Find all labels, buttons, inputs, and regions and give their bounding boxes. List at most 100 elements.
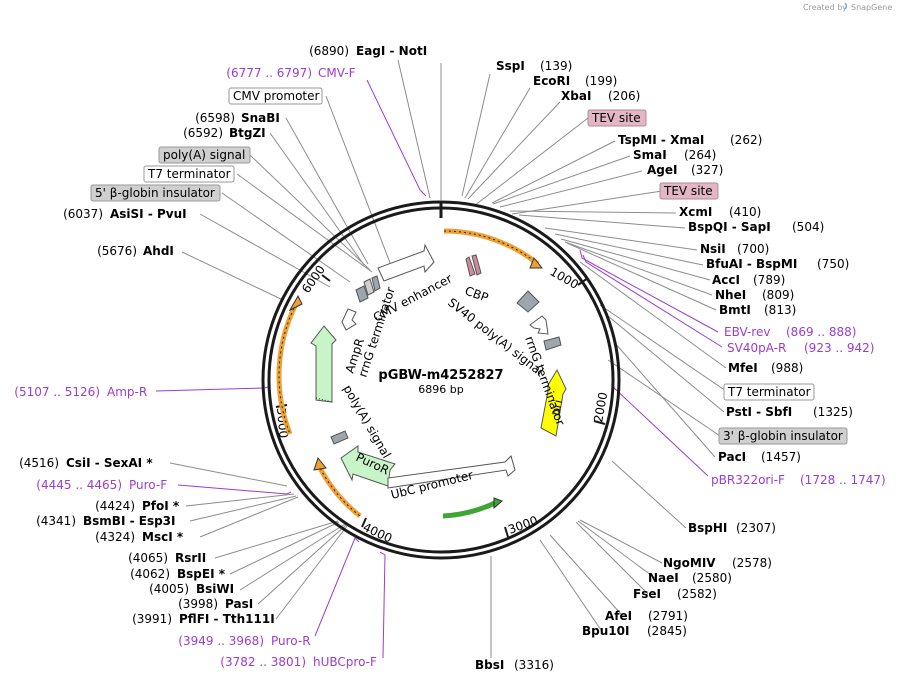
primer-range: (6777 .. 6797) (226, 66, 312, 80)
enzyme-name: PasI (225, 597, 253, 611)
enzyme-name: AsiSI - PvuI (110, 207, 187, 221)
enzyme-name: NheI (715, 288, 746, 302)
enzyme-position: (3316) (514, 658, 554, 672)
tag-box (90, 184, 221, 202)
enzyme-position: (4424) (95, 499, 135, 513)
enzyme-labels-right: SspI (139) EcoRI (199) XbaI (206) TspMI … (475, 59, 853, 672)
enzyme-position: (4324) (95, 530, 135, 544)
enzyme-position: (3998) (178, 597, 218, 611)
enzyme-position: (139) (540, 59, 572, 73)
plasmid-size: 6896 bp (418, 383, 463, 396)
feature-blocks (330, 254, 562, 445)
enzyme-leader-lines (169, 59, 727, 658)
primer-labels: (6777 .. 6797) CMV-F EBV-rev (869 .. 888… (14, 66, 885, 669)
enzyme-position: (6890) (309, 44, 349, 58)
tick-label-1000: 1000 (548, 264, 581, 291)
enzyme-name: SmaI (633, 148, 667, 162)
enzyme-position: (262) (730, 133, 762, 147)
tag-label: TEV site (663, 184, 713, 198)
primer-range: (869 .. 888) (786, 325, 856, 339)
tag-label: 3' β-globin insulator (723, 429, 843, 443)
enzyme-name: XcmI (679, 205, 712, 219)
enzyme-name: XbaI (561, 89, 591, 103)
enzyme-position: (4065) (128, 551, 168, 565)
enzyme-position: (3991) (132, 612, 172, 626)
feature-label-cbp: CBP (463, 284, 490, 305)
enzyme-position: (789) (753, 273, 785, 287)
enzyme-name: PacI (718, 450, 746, 464)
enzyme-position: (327) (691, 163, 723, 177)
enzyme-position: (750) (817, 257, 849, 271)
enzyme-name: AhdI (143, 244, 174, 258)
enzyme-name: PflFI - Tth111I (179, 612, 275, 626)
tag-box (143, 165, 235, 183)
enzyme-position: (5676) (97, 244, 137, 258)
tag-label: T7 terminator (727, 385, 811, 399)
plasmid-name: pGBW-m4252827 (378, 368, 503, 383)
enzyme-position: (700) (737, 242, 769, 256)
tag-box (228, 87, 323, 105)
enzyme-position: (2307) (736, 521, 776, 535)
tag-label: 5' β-globin insulator (95, 186, 215, 200)
enzyme-name: MfeI (728, 361, 758, 375)
enzyme-position: (264) (684, 148, 716, 162)
enzyme-name: NaeI (648, 571, 679, 585)
enzyme-position: (4341) (36, 514, 76, 528)
primer-name: SV40pA-R (727, 341, 786, 355)
enzyme-position: (988) (771, 361, 803, 375)
primer-name: Amp-R (107, 385, 147, 399)
enzyme-name: BspEI * (177, 567, 226, 581)
enzyme-name: RsrII (175, 551, 206, 565)
enzyme-name: Bpu10I (582, 624, 629, 638)
enzyme-position: (199) (585, 74, 617, 88)
enzyme-name: BsmBI - Esp3I (83, 514, 175, 528)
primer-name: EBV-rev (724, 325, 770, 339)
enzyme-position: (2580) (692, 571, 732, 585)
enzyme-position: (2582) (677, 587, 717, 601)
feature-arcs (276, 228, 544, 519)
feature-label-ori: ori (548, 398, 565, 416)
credit-prefix: Created by (803, 3, 847, 12)
enzyme-position: (504) (792, 220, 824, 234)
tick-label-2000: 2000 (591, 391, 610, 424)
enzyme-position: (410) (729, 205, 761, 219)
enzyme-name: NsiI (700, 242, 726, 256)
tag-box (718, 427, 848, 445)
enzyme-position: (2791) (648, 609, 688, 623)
enzyme-position: (6592) (183, 126, 223, 140)
enzyme-name: BfuAI - BspMI (706, 257, 797, 271)
feature-label-polya: poly(A) signal (340, 383, 393, 461)
enzyme-name: PfoI * (142, 499, 180, 513)
credit-brand: SnapGene (851, 3, 892, 12)
primer-range: (3782 .. 3801) (220, 655, 306, 669)
enzyme-position: (206) (608, 89, 640, 103)
tag-label: TEV site (591, 111, 641, 125)
tick-label-3000: 3000 (506, 513, 539, 537)
enzyme-position: (4005) (149, 582, 189, 596)
feature-tags: CMV promoter poly(A) signal T7 terminato… (90, 87, 848, 445)
enzyme-name: SnaBI (241, 111, 280, 125)
enzyme-name: AccI (712, 273, 740, 287)
enzyme-name: EcoRI (533, 74, 570, 88)
enzyme-name: PstI - SbfI (726, 405, 792, 419)
enzyme-position: (2845) (647, 624, 687, 638)
primer-range: (5107 .. 5126) (14, 385, 100, 399)
primer-name: hUBCpro-F (313, 655, 377, 669)
enzyme-position: (4516) (19, 456, 59, 470)
enzyme-name: MscI * (142, 530, 184, 544)
enzyme-name: BspQI - SapI (688, 220, 771, 234)
enzyme-name: TspMI - XmaI (618, 133, 704, 147)
enzyme-name: SspI (496, 59, 525, 73)
enzyme-position: (813) (764, 303, 796, 317)
tag-box (158, 146, 251, 164)
enzyme-name: BmtI (719, 303, 751, 317)
primer-name: pBR322ori-F (711, 473, 785, 487)
primer-name: CMV-F (318, 66, 356, 80)
enzyme-name: AgeI (647, 163, 677, 177)
plasmid-backbone (261, 200, 621, 560)
tag-label: CMV promoter (233, 89, 320, 103)
tag-box (587, 109, 647, 127)
enzyme-position: (809) (762, 288, 794, 302)
primer-name: Puro-F (129, 478, 167, 492)
